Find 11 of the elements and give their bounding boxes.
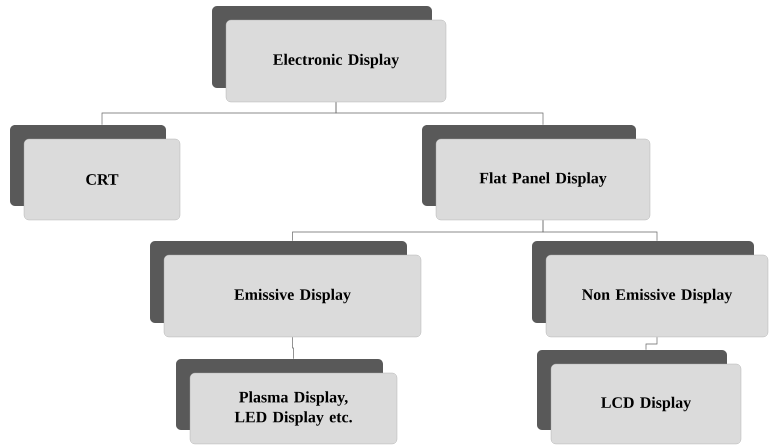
connector-line [292,336,294,360]
process-box: CRT [10,125,180,220]
connector-line [542,220,658,242]
process-box: Flat Panel Display [422,125,650,220]
connector-line [336,102,544,126]
process-box: Plasma Display, LED Display etc. [176,359,398,444]
connector-line [646,336,658,350]
process-box: Non Emissive Display [532,241,768,338]
process-box: LCD Display [537,350,742,444]
process-box: Electronic Display [212,6,446,102]
process-box: Emissive Display [150,241,422,338]
